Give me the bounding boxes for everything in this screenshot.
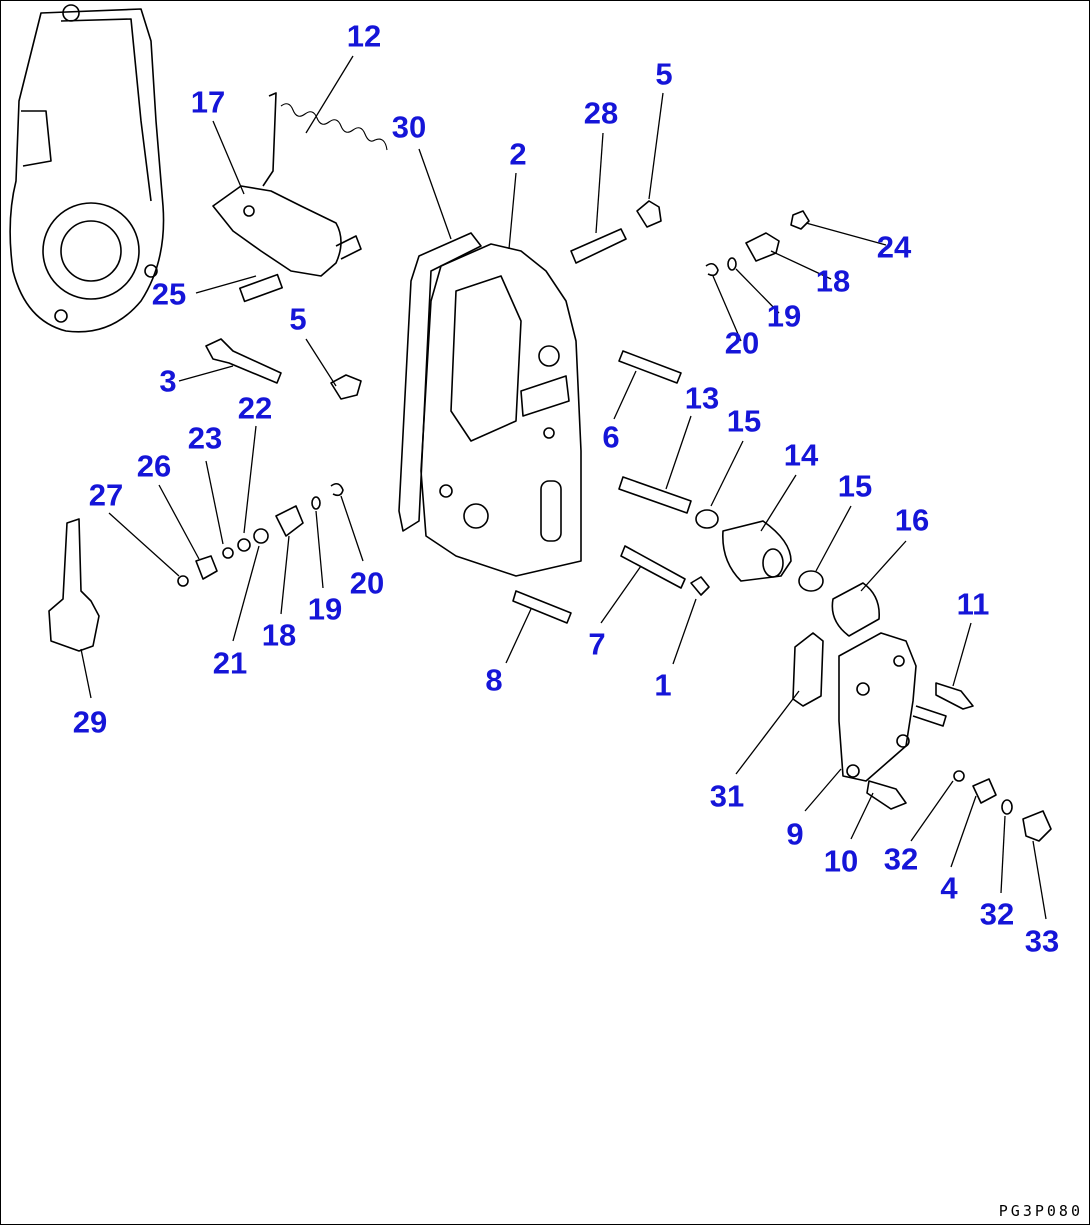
callout-label: 14 bbox=[783, 437, 819, 473]
small-parts-bottom bbox=[866, 682, 1052, 842]
gasket-part bbox=[398, 232, 482, 532]
plug-part bbox=[636, 200, 662, 228]
callout-label: 18 bbox=[815, 263, 851, 299]
gasket-small-part bbox=[792, 632, 824, 707]
callout-label: 5 bbox=[289, 301, 307, 337]
callout-label: 17 bbox=[190, 84, 226, 120]
drawing-code: PG3P080 bbox=[998, 1202, 1083, 1220]
plug-mid-part bbox=[330, 374, 362, 400]
bracket-part bbox=[48, 518, 100, 652]
spring-part bbox=[280, 103, 388, 151]
callout-label: 21 bbox=[212, 645, 248, 681]
callout-label: 24 bbox=[876, 229, 912, 265]
callout-label: 22 bbox=[237, 390, 273, 426]
callout-label: 10 bbox=[823, 843, 859, 879]
callout-label: 31 bbox=[709, 778, 745, 814]
callout-label: 30 bbox=[391, 109, 427, 145]
callout-label: 15 bbox=[837, 468, 873, 504]
callout-label: 29 bbox=[72, 704, 108, 740]
callout-label: 11 bbox=[956, 586, 990, 622]
sleeve-parts bbox=[695, 509, 880, 637]
callout-label: 32 bbox=[883, 841, 919, 877]
callout-label: 19 bbox=[766, 298, 802, 334]
callout-label: 13 bbox=[684, 380, 720, 416]
callout-label: 5 bbox=[655, 56, 673, 92]
callout-label: 12 bbox=[346, 18, 382, 54]
governor-body-part bbox=[420, 243, 582, 577]
cover-part bbox=[838, 632, 947, 782]
callout-label: 25 bbox=[151, 276, 187, 312]
small-parts-left bbox=[177, 482, 344, 587]
callout-label: 4 bbox=[940, 870, 958, 906]
callout-label: 27 bbox=[88, 477, 124, 513]
callout-label: 6 bbox=[602, 419, 620, 455]
housing-part bbox=[9, 4, 165, 333]
lever-part bbox=[212, 92, 362, 303]
callout-label: 1 bbox=[654, 667, 672, 703]
callout-label: 15 bbox=[726, 403, 762, 439]
callout-label: 18 bbox=[261, 617, 297, 653]
callout-label: 16 bbox=[894, 502, 930, 538]
callout-label: 9 bbox=[786, 816, 804, 852]
screws-part bbox=[512, 350, 710, 624]
bolt-long-part bbox=[205, 338, 282, 384]
callout-label: 20 bbox=[724, 325, 760, 361]
callout-label: 2 bbox=[509, 136, 527, 172]
callout-label: 3 bbox=[159, 363, 177, 399]
callout-label: 8 bbox=[485, 662, 503, 698]
callout-label: 20 bbox=[349, 565, 385, 601]
small-parts-right bbox=[705, 210, 810, 277]
leader-lines bbox=[80, 55, 1047, 920]
callout-label: 28 bbox=[583, 95, 619, 131]
callout-label: 26 bbox=[136, 448, 172, 484]
callout-label: 19 bbox=[307, 591, 343, 627]
callout-label: 7 bbox=[588, 626, 606, 662]
shaft-part bbox=[570, 228, 627, 264]
callout-label: 32 bbox=[979, 896, 1015, 932]
callout-label: 33 bbox=[1024, 923, 1060, 959]
callout-label: 23 bbox=[187, 420, 223, 456]
